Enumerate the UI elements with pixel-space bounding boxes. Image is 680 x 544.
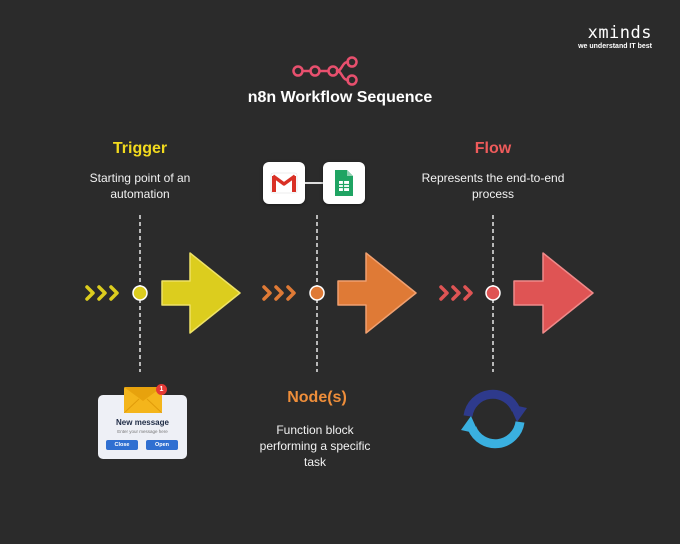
brand: xminds we understand IT best xyxy=(578,24,652,50)
flow-heading: Flow xyxy=(474,140,512,157)
email-open-button[interactable]: Open xyxy=(146,440,178,450)
trigger-heading: Trigger xyxy=(112,140,168,157)
flow-chevrons xyxy=(439,285,473,301)
gmail-card xyxy=(263,162,305,204)
trigger-node-dot xyxy=(132,285,148,301)
email-card-subtitle: Enter your message here xyxy=(117,429,168,434)
notification-badge: 1 xyxy=(156,384,167,395)
trigger-chevrons xyxy=(85,285,119,301)
email-card-title: New message xyxy=(116,418,169,427)
n8n-logo-icon xyxy=(292,56,358,86)
sheets-card xyxy=(323,162,365,204)
trigger-arrow xyxy=(161,252,241,334)
gmail-icon xyxy=(270,172,298,194)
nodes-heading: Node(s) xyxy=(287,389,347,406)
envelope-icon xyxy=(123,387,163,414)
nodes-arrow xyxy=(337,252,417,334)
flow-node-dot xyxy=(485,285,501,301)
flow-arrow xyxy=(513,252,594,334)
email-close-button[interactable]: Close xyxy=(106,440,138,450)
brand-tagline: we understand IT best xyxy=(578,43,652,50)
nodes-description: Function block performing a specific tas… xyxy=(259,423,371,469)
brand-name: xminds xyxy=(587,23,652,43)
cycle-arrows-icon xyxy=(461,389,527,449)
page-title: n8n Workflow Sequence xyxy=(247,89,433,106)
google-sheets-icon xyxy=(335,170,353,196)
trigger-description: Starting point of an automation xyxy=(89,171,191,201)
nodes-chevrons xyxy=(262,285,296,301)
flow-description: Represents the end-to-end process xyxy=(421,171,565,201)
app-connector xyxy=(305,182,323,184)
nodes-node-dot xyxy=(309,285,325,301)
